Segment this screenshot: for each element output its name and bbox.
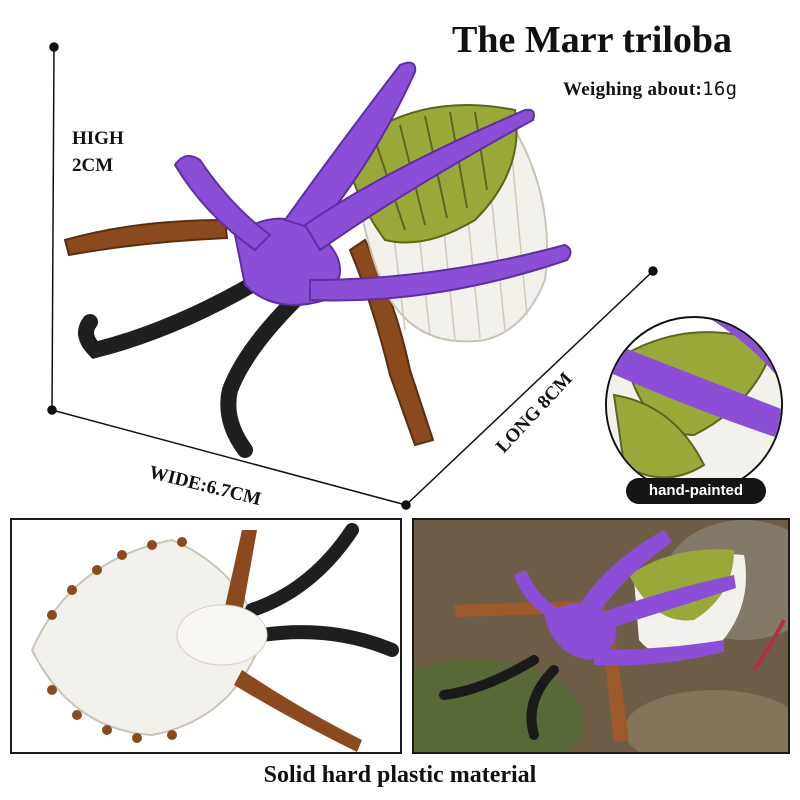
- height-dimension: HIGH 2CM: [72, 125, 124, 179]
- scene-photo: [412, 518, 790, 754]
- product-title: The Marr triloba: [452, 19, 733, 61]
- underside-photo: [10, 518, 402, 754]
- trilobite-main-image: [63, 61, 572, 458]
- material-caption: Solid hard plastic material: [263, 762, 537, 788]
- hand-painted-detail-image: [605, 316, 783, 494]
- dimension-lines: [47, 42, 658, 510]
- weight-label-text: Weighing about:: [563, 79, 703, 100]
- height-value: 2CM: [72, 155, 114, 176]
- weight-value: 16g: [702, 78, 738, 100]
- weight-label: Weighing about:16g: [563, 78, 737, 101]
- scene-view-image: [414, 520, 788, 752]
- hand-painted-badge: hand-painted: [626, 478, 766, 504]
- height-label: HIGH: [72, 128, 124, 149]
- underside-view-image: [30, 523, 399, 752]
